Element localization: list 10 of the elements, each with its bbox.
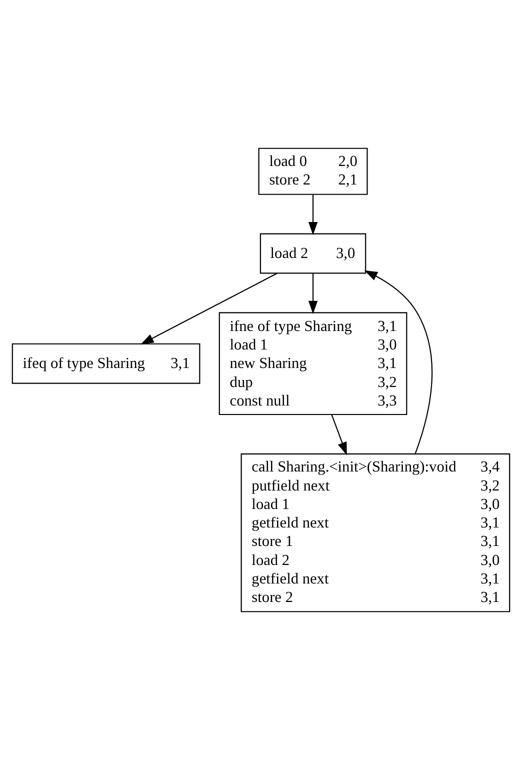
arrow bbox=[364, 270, 433, 454]
node-box: load 0 2,0 store 2 2,1 bbox=[258, 148, 368, 195]
node-box: load 2 3,0 bbox=[260, 233, 366, 274]
arrow bbox=[308, 194, 318, 236]
arrow bbox=[308, 273, 318, 314]
arrow bbox=[140, 272, 278, 344]
node-box: ifeq of type Sharing 3,1 bbox=[12, 343, 200, 384]
node-box: call Sharing.<init>(Sharing):void 3,4 putfield next 3,2 load 1 3,0 getfield next 3,1 store 1 3,1 load 2 3,0 getfield next 3,1 store 2 3,1 bbox=[240, 453, 510, 612]
node-box: ifne of type Sharing 3,1 load 1 3,0 new Sharing 3,1 dup 3,2 const null 3,3 bbox=[218, 312, 408, 416]
arrow bbox=[331, 414, 347, 456]
